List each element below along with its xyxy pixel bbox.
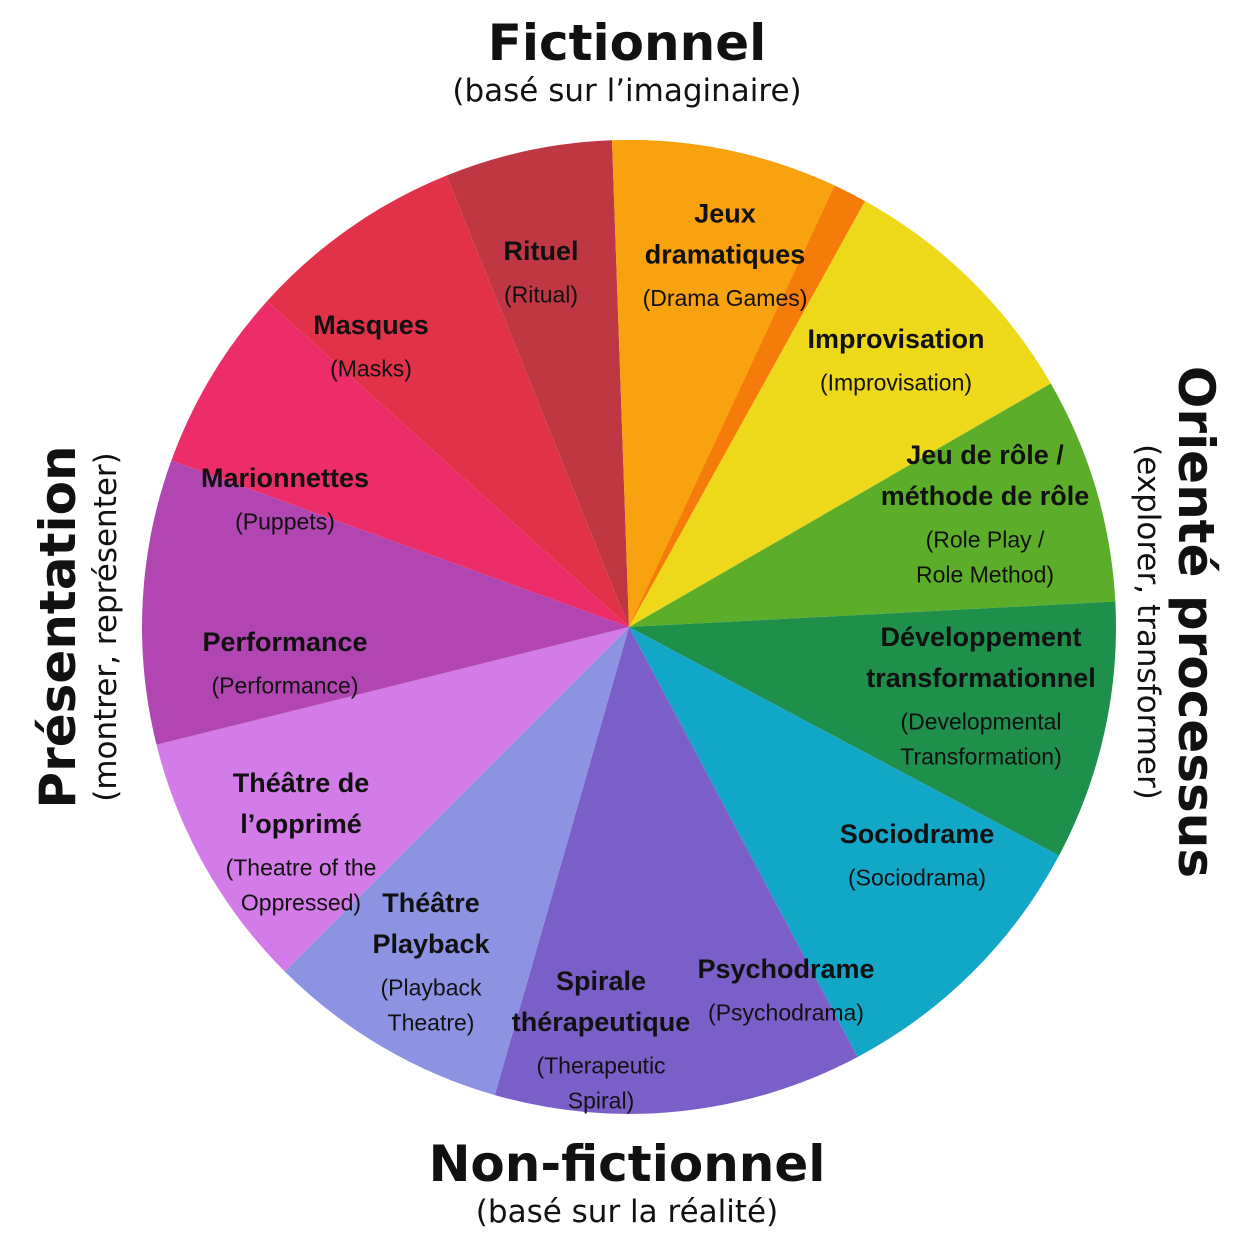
segment-subtitle-developpement-transformationnel: Transformation) <box>900 743 1061 769</box>
segment-name-theatre-playback: Playback <box>372 929 490 959</box>
segment-label-developpement-transformationnel: Développement transformationnel (Developme… <box>866 622 1096 770</box>
slice-theatre-opprime <box>142 460 629 745</box>
segment-subtitle-jeux-dramatiques: (Drama Games) <box>643 285 808 311</box>
segment-name-performance: Performance <box>202 627 367 657</box>
segment-subtitle-spirale-therapeutique: (Therapeutic <box>536 1052 665 1078</box>
segment-label-performance: Performance (Performance) <box>202 627 367 699</box>
segment-subtitle-jeu-de-role: (Role Play / <box>926 526 1045 552</box>
segment-subtitle-theatre-opprime: Oppressed) <box>241 889 361 915</box>
segment-name-theatre-opprime: l’opprimé <box>240 809 362 839</box>
slice-sociodrame <box>629 627 1059 1057</box>
segment-label-jeu-de-role: Jeu de rôle / méthode de rôle (Role Play /… <box>881 440 1090 588</box>
segment-subtitle-jeu-de-role: Role Method) <box>916 561 1054 587</box>
segment-name-jeu-de-role: méthode de rôle <box>881 481 1090 511</box>
segment-name-spirale-therapeutique: thérapeutique <box>512 1007 691 1037</box>
segment-subtitle-rituel: (Ritual) <box>504 281 578 307</box>
slice-improvisation <box>629 201 1051 627</box>
segment-name-sociodrame: Sociodrame <box>840 819 995 849</box>
segment-subtitle-marionnettes: (Puppets) <box>235 508 335 534</box>
segment-label-theatre-opprime: Théâtre de l’opprimé (Theatre of theOppres… <box>226 768 377 916</box>
segment-name-jeux-dramatiques: Jeux <box>694 198 756 228</box>
segment-name-jeux-dramatiques: dramatiques <box>645 239 806 269</box>
segment-name-marionnettes: Marionnettes <box>201 463 369 493</box>
axis-label-non-fictional: Non-fictionnel (basé sur la réalité) <box>327 1135 927 1231</box>
segment-subtitle-psychodrame: (Psychodrama) <box>708 999 864 1025</box>
slice-jeu-de-role <box>629 383 1116 627</box>
segment-label-masques: Masques (Masks) <box>313 310 429 382</box>
segment-name-theatre-opprime: Théâtre de <box>233 768 370 798</box>
segment-subtitle-theatre-opprime: (Theatre of the <box>226 854 377 880</box>
segment-label-psychodrame: Psychodrame (Psychodrama) <box>697 954 874 1026</box>
segment-label-rituel: Rituel (Ritual) <box>503 236 578 308</box>
segment-subtitle-theatre-playback: Theatre) <box>388 1009 475 1035</box>
slice-theatre-playback <box>156 627 629 972</box>
slice-psychodrame <box>494 627 858 1114</box>
segment-label-marionnettes: Marionnettes (Puppets) <box>201 463 369 535</box>
axis-title-top: Fictionnel <box>487 14 767 72</box>
segment-subtitle-theatre-playback: (Playback <box>381 974 482 1000</box>
segment-subtitle-developpement-transformationnel: (Developmental <box>900 708 1061 734</box>
wheel-labels: Jeux dramatiques (Drama Games) Improvisatio… <box>201 198 1096 1113</box>
segment-label-jeux-dramatiques: Jeux dramatiques (Drama Games) <box>643 198 808 310</box>
slice-marionnettes <box>267 175 629 627</box>
wheel-slices <box>142 140 1116 1114</box>
segment-name-masques: Masques <box>313 310 429 340</box>
slice-developpement-transformationnel <box>629 601 1116 856</box>
segment-subtitle-sociodrame: (Sociodrama) <box>848 864 986 890</box>
segment-name-developpement-transformationnel: transformationnel <box>866 663 1096 693</box>
segment-name-developpement-transformationnel: Développement <box>880 622 1081 652</box>
axis-subtitle-bottom: (basé sur la réalité) <box>475 1194 779 1230</box>
segment-subtitle-performance: (Performance) <box>212 672 359 698</box>
segment-label-sociodrame: Sociodrame (Sociodrama) <box>840 819 995 891</box>
segment-subtitle-improvisation: (Improvisation) <box>820 369 972 395</box>
segment-subtitle-masques: (Masks) <box>330 355 412 381</box>
segment-subtitle-spirale-therapeutique: Spiral) <box>568 1087 634 1113</box>
axis-subtitle-top: (basé sur l’imaginaire) <box>452 73 802 109</box>
axis-title-bottom: Non-fictionnel <box>428 1135 826 1193</box>
segment-label-improvisation: Improvisation (Improvisation) <box>807 324 984 396</box>
segment-name-theatre-playback: Théâtre <box>382 888 480 918</box>
slice-performance <box>171 301 629 627</box>
segment-name-improvisation: Improvisation <box>807 324 984 354</box>
segment-name-spirale-therapeutique: Spirale <box>556 966 646 996</box>
axis-label-fictional: Fictionnel (basé sur l’imaginaire) <box>327 14 927 110</box>
slice-spirale-therapeutique <box>284 627 629 1096</box>
slice-rituel <box>612 140 835 627</box>
segment-name-psychodrame: Psychodrame <box>697 954 874 984</box>
segment-name-jeu-de-role: Jeu de rôle / <box>906 440 1064 470</box>
slice-masques <box>446 140 629 628</box>
segment-name-rituel: Rituel <box>503 236 578 266</box>
